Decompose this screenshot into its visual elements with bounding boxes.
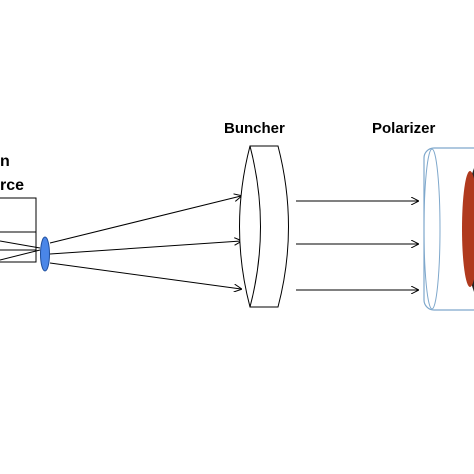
source-rays (0, 240, 41, 261)
polarizer-element (423, 147, 474, 311)
collimated-beams (296, 201, 418, 290)
polarizer-frame-edge (423, 148, 441, 310)
polarizer-label: Polarizer (372, 120, 436, 137)
diverging-beams (49, 196, 241, 289)
beam-upper (49, 196, 241, 244)
buncher-label: Buncher (224, 120, 285, 137)
focusing-lens (40, 236, 50, 272)
source-label-line2: rce (0, 177, 24, 194)
source-box (0, 197, 37, 263)
buncher-element (239, 145, 289, 308)
beam-lower (49, 262, 241, 289)
polarizer-core (462, 171, 474, 287)
source-label-line1: n (0, 153, 10, 170)
beam-middle (49, 241, 241, 255)
